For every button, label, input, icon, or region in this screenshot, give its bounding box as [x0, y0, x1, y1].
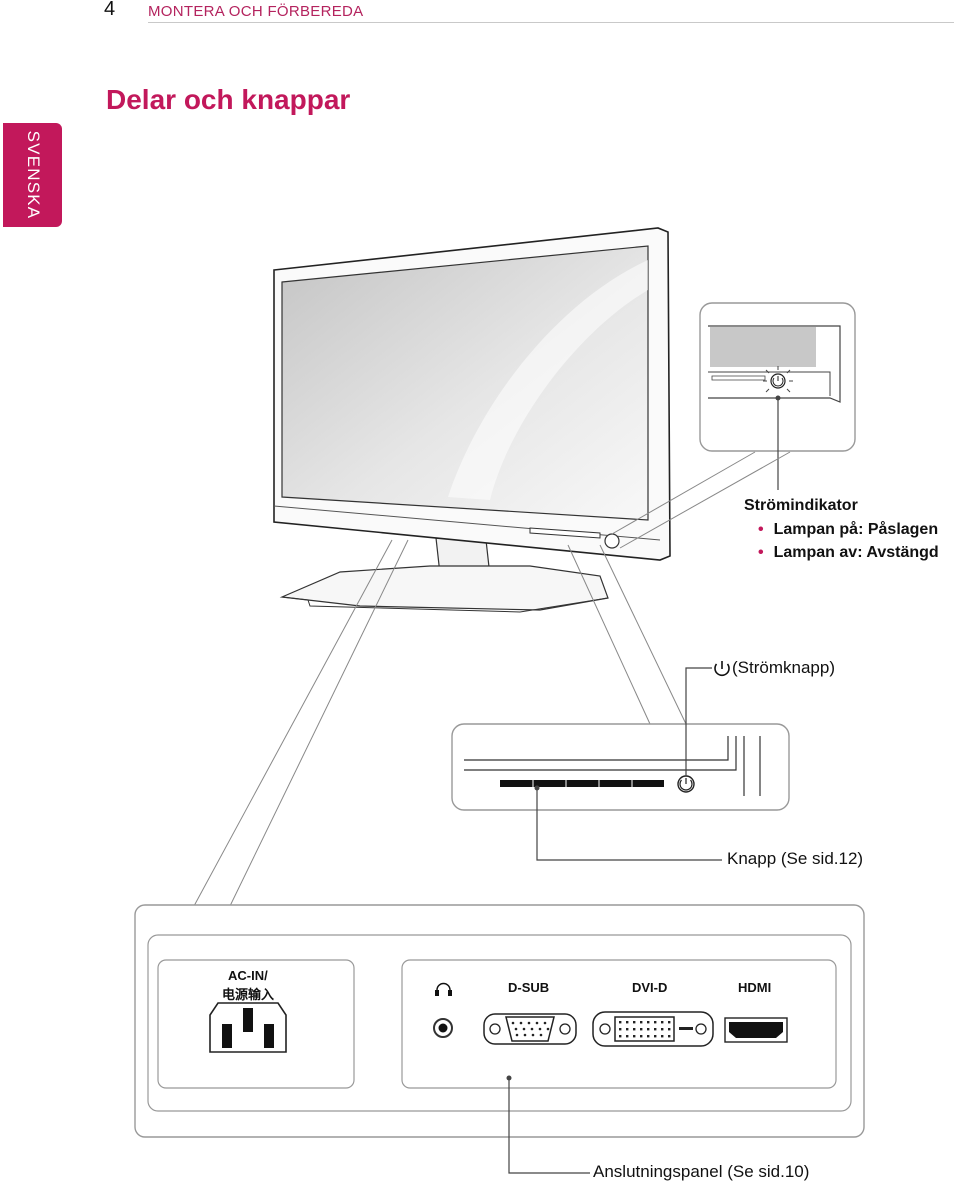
page-number: 4: [104, 0, 116, 20]
monitor-body: [273, 227, 671, 561]
headphone-jack: [433, 1018, 453, 1038]
ac-in-socket: [209, 1002, 287, 1053]
header-divider: [148, 22, 954, 23]
d-sub-port: [483, 1013, 577, 1045]
power-indicator-inset: [611, 302, 856, 549]
hdmi-port: [724, 1017, 788, 1043]
front-buttons-inset: [451, 544, 790, 861]
hdmi-label: HDMI: [738, 980, 772, 995]
dvi-d-label: DVI-D: [632, 980, 668, 995]
buttons-label: Knapp (Se sid.12): [727, 849, 864, 868]
page-title: Delar och knappar: [106, 84, 351, 115]
connection-panel-label: Anslutningspanel (Se sid.10): [593, 1162, 810, 1181]
headphone-icon: [435, 982, 452, 996]
power-icon: [714, 661, 730, 677]
section-title: MONTERA OCH FÖRBEREDA: [148, 3, 364, 20]
power-indicator-off: Lampan av: Avstängd: [758, 544, 939, 562]
power-button-label: (Strömknapp): [732, 658, 835, 677]
ac-in-label-chinese: 电源输入: [222, 987, 275, 1002]
dvi-d-port: [592, 1011, 714, 1047]
monitor-stand: [279, 537, 609, 613]
language-tab: SVENSKA: [3, 123, 62, 227]
ac-in-label: AC-IN/: [228, 968, 268, 983]
power-indicator-title: Strömindikator: [744, 497, 858, 514]
d-sub-label: D-SUB: [508, 980, 550, 995]
power-indicator-on: Lampan på: Påslagen: [758, 521, 939, 539]
